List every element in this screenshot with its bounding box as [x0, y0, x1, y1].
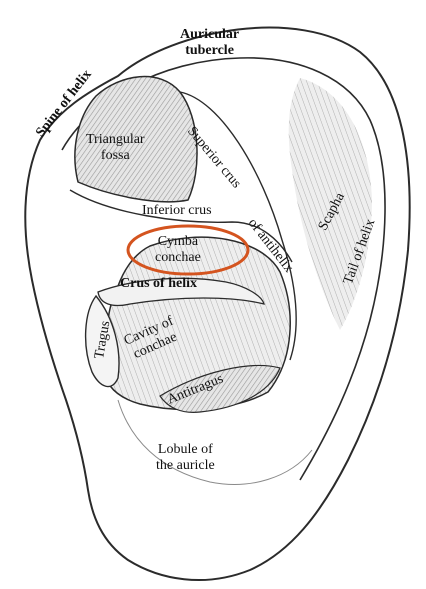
lobule-line [117, 399, 313, 485]
triangular-fossa-shape [74, 75, 198, 203]
tragus-shape [84, 294, 120, 388]
label-auricular-tubercle: Auricular tubercle [180, 27, 240, 58]
helix-inner-line [61, 57, 386, 481]
label-crus-of-helix: Crus of helix [120, 276, 197, 291]
crus-of-helix-shape [97, 277, 265, 307]
label-inferior-crus: Inferior crus [142, 203, 212, 218]
label-triangular-fossa: Triangular fossa [86, 132, 145, 163]
label-cymba-conchae: Cymba conchae [155, 234, 201, 265]
inferior-crus-line [69, 189, 293, 263]
scapha-shading [288, 78, 372, 330]
antitragus-shape [159, 365, 281, 413]
cymba-conchae-highlight-ring [126, 224, 250, 276]
label-lobule-of-the-auricle: Lobule of the auricle [156, 442, 215, 473]
antihelix-line [179, 91, 297, 361]
